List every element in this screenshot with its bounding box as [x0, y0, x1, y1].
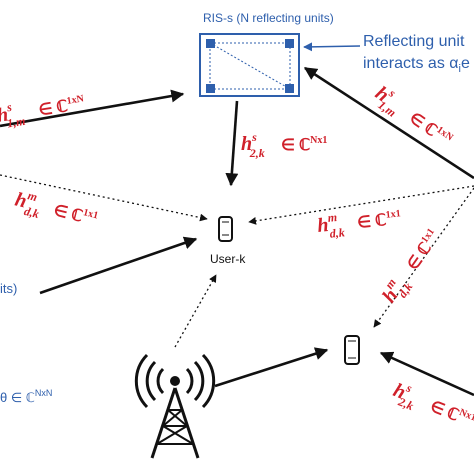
link-left-to-user-solid	[39, 236, 198, 295]
left-fragment-bottom: θ ∈ ℂNxN	[0, 388, 52, 405]
svg-text:∈ ℂ1xN: ∈ ℂ1xN	[406, 108, 455, 151]
link-right-bottom-to-phone	[379, 351, 474, 397]
svg-text:hmd,k: hmd,k	[316, 209, 345, 242]
phone-icon	[218, 216, 233, 242]
callout-line2: interacts as αie	[363, 55, 470, 75]
link-right-to-phone-dotted	[373, 187, 474, 328]
link-left-to-user-dotted	[0, 174, 208, 222]
link-tower-to-user-dotted	[174, 274, 217, 348]
link-bs-left-to-ris	[0, 89, 185, 128]
svg-text:∈ ℂNx1: ∈ ℂNx1	[428, 396, 474, 431]
channel-label-hdk-center: hmd,k ∈ ℂ1x1	[316, 208, 402, 242]
svg-text:∈ ℂ1x1: ∈ ℂ1x1	[356, 208, 402, 232]
svg-text:∈ ℂ1xN: ∈ ℂ1xN	[37, 93, 87, 119]
user-k-label: User-k	[210, 252, 246, 266]
ris-title: RIS-s (N reflecting units)	[203, 11, 334, 25]
channel-label-h2k-bottom: hs2,k ∈ ℂNx1	[388, 376, 474, 431]
link-ris-to-user	[225, 100, 239, 187]
ris-panel-icon	[199, 33, 300, 97]
phone-icon	[344, 335, 360, 365]
channel-label-hdk-right: hmd,k ∈ ℂ1x1	[376, 226, 444, 310]
svg-text:hmd,k: hmd,k	[12, 186, 45, 222]
svg-text:hs2,k: hs2,k	[241, 130, 265, 160]
callout-line1: Reflecting unit	[363, 33, 465, 50]
cell-tower-icon	[134, 353, 216, 459]
callout-arrow	[303, 42, 361, 52]
svg-text:∈ ℂNx1: ∈ ℂNx1	[281, 135, 327, 154]
left-fragment-mid: its)	[0, 281, 17, 296]
svg-text:hs2,k: hs2,k	[388, 376, 421, 413]
link-tower-to-phone	[214, 347, 329, 388]
svg-text:hs1,m: hs1,m	[0, 98, 26, 132]
svg-text:∈ ℂ1x1: ∈ ℂ1x1	[403, 226, 444, 273]
channel-label-hdk-left: hmd,k ∈ ℂ1x1	[12, 186, 99, 229]
link-right-to-ris	[303, 66, 474, 180]
channel-label-h1m: hs1,m ∈ ℂ1xN	[0, 93, 87, 132]
svg-text:∈ ℂ1x1: ∈ ℂ1x1	[52, 200, 99, 229]
svg-text:hmd,k: hmd,k	[376, 271, 416, 310]
